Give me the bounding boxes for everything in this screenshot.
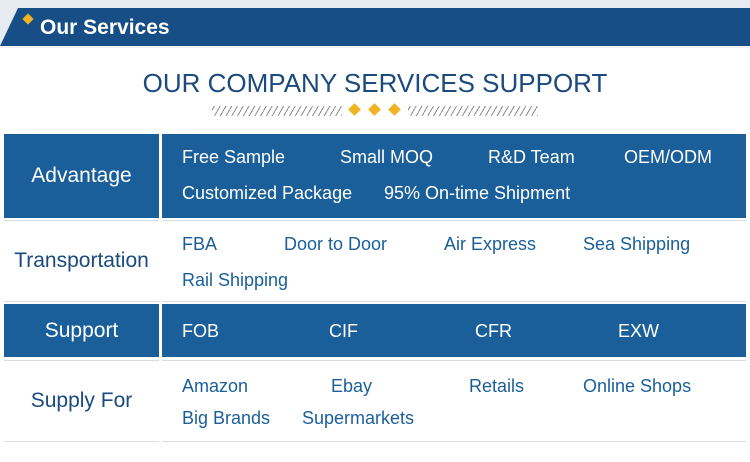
section-banner: Our Services [0,0,750,46]
page-heading: OUR COMPANY SERVICES SUPPORT [142,68,608,98]
list-item: OEM/ODM [624,147,712,167]
list-item: Online Shops [583,376,692,396]
list-item: Supermarkets [302,408,415,428]
list-item: Small MOQ [340,147,434,167]
hatch-decoration-right [408,106,538,116]
row-label-supply-for: Supply For [4,360,159,442]
list-item: CIF [329,321,358,341]
row-label-advantage: Advantage [4,134,159,218]
hatch-decoration-left [212,106,342,116]
list-item: CFR [475,321,512,341]
list-item: Free Sample [182,147,286,167]
row-body-advantage: Free Sample Small MOQ R&D Team OEM/ODM C… [162,134,746,218]
list-item: Ebay [331,376,373,396]
list-item: EXW [618,321,660,341]
list-item: Amazon [182,376,249,396]
list-item: FBA [182,234,218,254]
row-body-supply-for: Amazon Ebay Retails Online Shops Big Bra… [162,360,746,442]
list-item: Rail Shipping [182,270,289,290]
row-label-support: Support [4,304,159,357]
list-item: Sea Shipping [583,234,691,254]
list-item: 95% On-time Shipment [384,183,571,203]
list-item: Big Brands [182,408,271,428]
row-label-transportation: Transportation [4,220,159,302]
list-item: R&D Team [488,147,575,167]
row-body-transportation: FBA Door to Door Air Express Sea Shippin… [162,220,746,302]
list-item: Air Express [444,234,537,254]
banner-bar [0,8,750,46]
row-body-support: FOB CIF CFR EXW [162,304,746,357]
list-item: Door to Door [284,234,388,254]
list-item: Retails [469,376,525,396]
section-title: Our Services [40,16,170,39]
list-item: FOB [182,321,220,341]
list-item: Customized Package [182,183,353,203]
